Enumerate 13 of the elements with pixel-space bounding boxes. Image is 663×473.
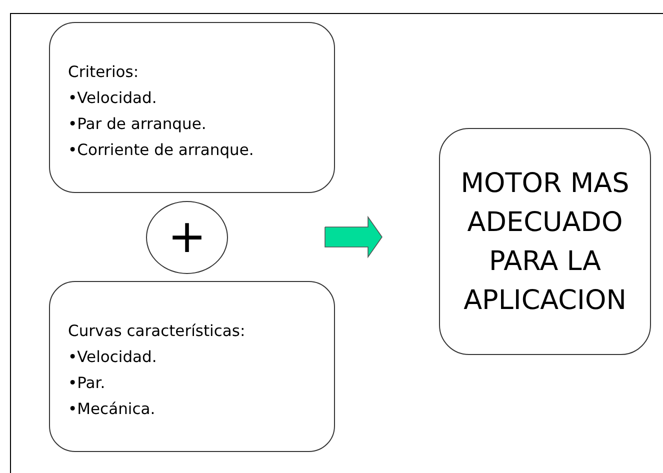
rounded-box	[49, 281, 335, 452]
list-text: •Velocidad.	[68, 347, 158, 368]
list-text: •Mecánica.	[68, 399, 156, 420]
list-text: Criterios:	[68, 62, 140, 83]
list-text: •Par de arranque.	[68, 114, 208, 135]
list-text: •Velocidad.	[68, 88, 158, 109]
list-text: •Corriente de arranque.	[68, 140, 255, 161]
result-text: MOTOR MAS ADECUADO PARA LA APLICACION	[460, 166, 630, 318]
plus-sign: +	[168, 212, 206, 258]
rounded-box	[439, 128, 651, 355]
list-text: Curvas características:	[68, 321, 246, 342]
rounded-box	[49, 22, 335, 193]
list-text: •Par.	[68, 373, 106, 394]
